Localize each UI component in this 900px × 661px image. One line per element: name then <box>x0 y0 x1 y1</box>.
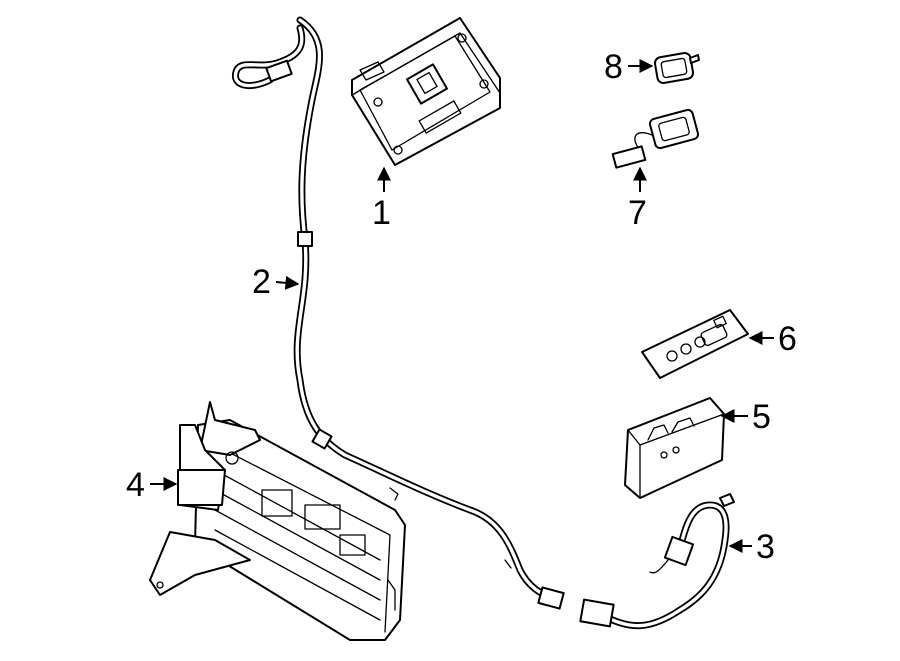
usb-cable-icon <box>611 108 700 169</box>
wiring-harness-icon <box>232 16 565 610</box>
callout-label-5: 5 <box>752 398 771 436</box>
callout-2: 2 <box>252 263 300 301</box>
key-fob-icon <box>653 52 700 84</box>
callout-label-4: 4 <box>126 466 145 504</box>
callout-1: 1 <box>372 166 391 232</box>
callout-3: 3 <box>728 528 775 566</box>
callout-label-6: 6 <box>778 320 797 358</box>
faceplate-icon <box>641 309 749 379</box>
cable-connector-icon <box>579 493 735 630</box>
callout-7: 7 <box>628 166 647 232</box>
receiver-module-icon <box>624 397 725 499</box>
callout-4: 4 <box>126 466 178 504</box>
amplifier-bracket-icon <box>149 401 406 641</box>
callout-label-1: 1 <box>372 194 391 232</box>
control-module-icon <box>351 17 501 166</box>
callout-label-8: 8 <box>604 48 623 86</box>
callout-label-7: 7 <box>628 194 647 232</box>
callout-label-2: 2 <box>252 263 271 301</box>
callout-8: 8 <box>604 48 654 86</box>
callout-5: 5 <box>720 398 771 436</box>
callout-6: 6 <box>748 320 797 358</box>
callout-label-3: 3 <box>756 528 775 566</box>
